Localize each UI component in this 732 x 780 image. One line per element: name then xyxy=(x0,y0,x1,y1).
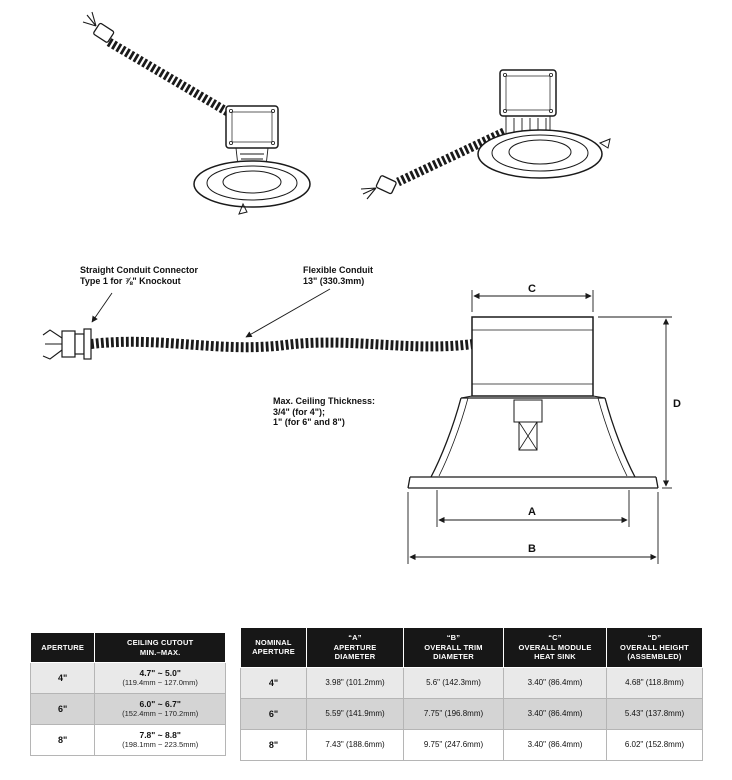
dims-header-nominal: NOMINAL APERTURE xyxy=(240,627,307,668)
cutout-header-aperture: APERTURE xyxy=(29,632,96,663)
cutout-header-range: CEILING CUTOUT MIN.–MAX. xyxy=(94,632,226,663)
cutout-row-8in: 8" 7.8" ~ 8.8" (198.1mm ~ 223.5mm) xyxy=(29,724,226,756)
dims-c-cell: 3.40" (86.4mm) xyxy=(503,728,607,761)
dimension-label-d: D xyxy=(673,398,681,410)
dimension-label-a: A xyxy=(528,506,536,518)
dims-c-cell: 3.40" (86.4mm) xyxy=(503,697,607,730)
dims-aperture-cell: 6" xyxy=(240,697,307,730)
dims-header-row: NOMINAL APERTURE “A” APERTURE DIAMETER “… xyxy=(240,627,703,668)
dims-row-6in: 6" 5.59" (141.9mm) 7.75" (196.8mm) 3.40"… xyxy=(240,697,703,730)
dimension-lines xyxy=(91,288,672,564)
dimension-label-c: C xyxy=(528,283,536,295)
dims-aperture-cell: 4" xyxy=(240,666,307,699)
callout-flexible-conduit: Flexible Conduit 13" (330.3mm) xyxy=(303,265,374,286)
dims-b-cell: 7.75" (196.8mm) xyxy=(403,697,504,730)
dims-aperture-cell: 8" xyxy=(240,728,307,761)
dims-a-cell: 5.59" (141.9mm) xyxy=(306,697,404,730)
fixture-isometric-view-2 xyxy=(360,69,611,200)
cutout-range-mm: (198.1mm ~ 223.5mm) xyxy=(122,740,199,749)
cutout-aperture-cell: 6" xyxy=(29,693,96,725)
dims-header-b: “B” OVERALL TRIM DIAMETER xyxy=(403,627,504,668)
dimensions-table: NOMINAL APERTURE “A” APERTURE DIAMETER “… xyxy=(240,627,703,761)
callout-straight-conduit-connector: Straight Conduit Connector Type 1 for ⅞"… xyxy=(80,265,198,286)
dims-d-cell: 5.43" (137.8mm) xyxy=(606,697,703,730)
cutout-range-inches: 6.0" ~ 6.7" xyxy=(139,699,181,709)
cutout-range-cell: 4.7" ~ 5.0" (119.4mm ~ 127.0mm) xyxy=(94,662,226,694)
note-max-ceiling-thickness: Max. Ceiling Thickness: 3/4" (for 4"); 1… xyxy=(273,396,376,427)
cutout-header-row: APERTURE CEILING CUTOUT MIN.–MAX. xyxy=(29,632,226,663)
dims-c-cell: 3.40" (86.4mm) xyxy=(503,666,607,699)
technical-drawing-canvas: C D A B xyxy=(42,11,681,564)
dims-d-cell: 6.02" (152.8mm) xyxy=(606,728,703,761)
dims-header-d: “D” OVERALL HEIGHT (ASSEMBLED) xyxy=(606,627,703,668)
dims-row-4in: 4" 3.98" (101.2mm) 5.6" (142.3mm) 3.40" … xyxy=(240,666,703,699)
flexible-conduit-drawing xyxy=(90,336,474,353)
cutout-range-cell: 7.8" ~ 8.8" (198.1mm ~ 223.5mm) xyxy=(94,724,226,756)
cutout-row-4in: 4" 4.7" ~ 5.0" (119.4mm ~ 127.0mm) xyxy=(29,662,226,694)
cutout-range-inches: 4.7" ~ 5.0" xyxy=(139,668,181,678)
dimension-label-b: B xyxy=(528,543,536,555)
cutout-aperture-cell: 4" xyxy=(29,662,96,694)
dims-header-c: “C” OVERALL MODULE HEAT SINK xyxy=(503,627,607,668)
cutout-aperture-cell: 8" xyxy=(29,724,96,756)
dims-b-cell: 5.6" (142.3mm) xyxy=(403,666,504,699)
cutout-range-mm: (152.4mm ~ 170.2mm) xyxy=(122,709,199,718)
cutout-row-6in: 6" 6.0" ~ 6.7" (152.4mm ~ 170.2mm) xyxy=(29,693,226,725)
dims-d-cell: 4.68" (118.8mm) xyxy=(606,666,703,699)
dims-b-cell: 9.75" (247.6mm) xyxy=(403,728,504,761)
dims-a-cell: 3.98" (101.2mm) xyxy=(306,666,404,699)
dims-header-a: “A” APERTURE DIAMETER xyxy=(306,627,404,668)
dimension-diagram xyxy=(42,316,659,489)
dims-row-8in: 8" 7.43" (188.6mm) 9.75" (247.6mm) 3.40"… xyxy=(240,728,703,761)
cutout-range-inches: 7.8" ~ 8.8" xyxy=(139,730,181,740)
ceiling-cutout-table: APERTURE CEILING CUTOUT MIN.–MAX. 4" 4.7… xyxy=(29,632,226,756)
cutout-range-cell: 6.0" ~ 6.7" (152.4mm ~ 170.2mm) xyxy=(94,693,226,725)
dims-a-cell: 7.43" (188.6mm) xyxy=(306,728,404,761)
cutout-range-mm: (119.4mm ~ 127.0mm) xyxy=(122,678,198,687)
fixture-isometric-view-1 xyxy=(82,11,311,215)
